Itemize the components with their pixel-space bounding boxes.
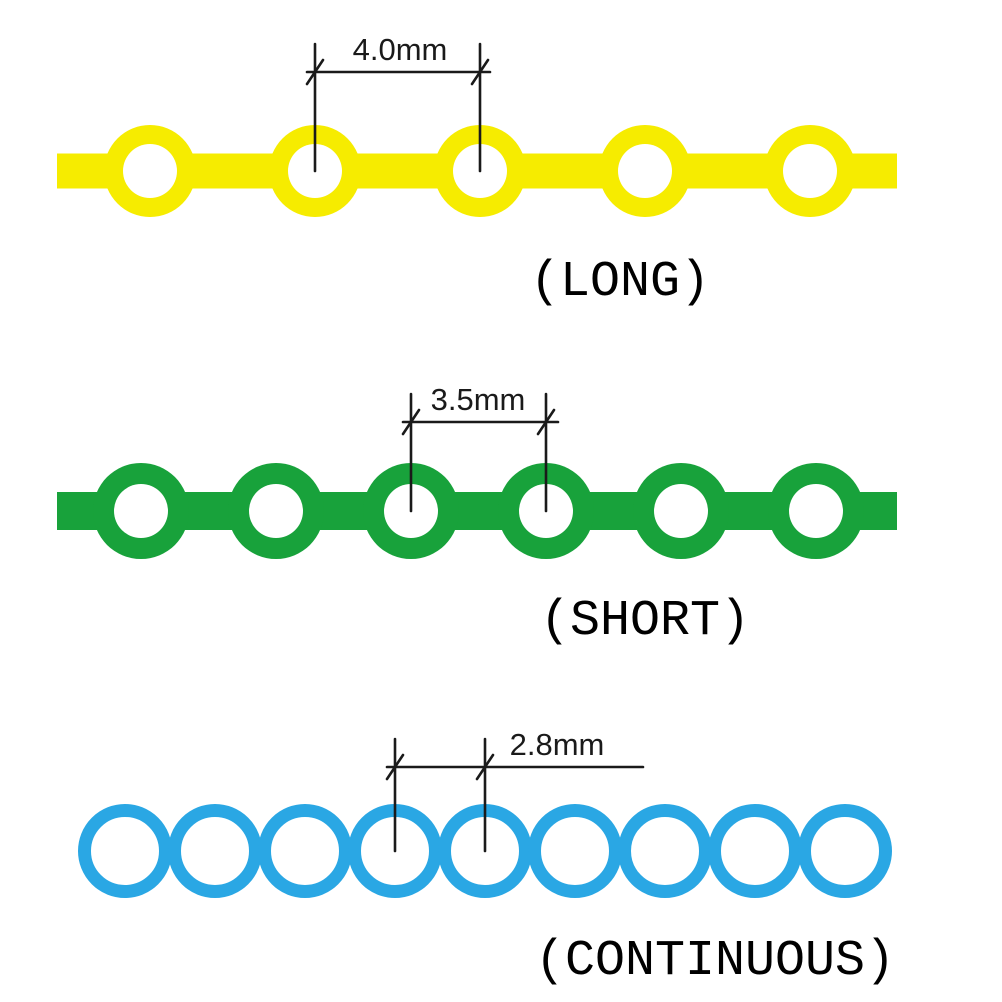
dimension-tick [305, 58, 325, 86]
chain-short: 3.5mm (SHORT) [57, 382, 897, 650]
chain-link-ring [258, 804, 352, 898]
chain-link-hole [789, 484, 843, 538]
chain-link-hole [783, 144, 837, 198]
chain-label-long: (LONG) [530, 254, 710, 311]
chain-link-hole [123, 144, 177, 198]
dimension-tick [475, 753, 495, 781]
measurement-text-short: 3.5mm [431, 382, 526, 417]
dimension-tick [401, 408, 421, 436]
measurement-text-continuous: 2.8mm [510, 727, 605, 762]
chain-label-continuous: (CONTINUOUS) [535, 933, 895, 990]
chain-band [57, 492, 897, 530]
dimension-lines-long [305, 42, 492, 173]
chain-link-ring [708, 804, 802, 898]
chain-link-ring [528, 804, 622, 898]
chain-continuous: 2.8mm (CONTINUOUS) [78, 727, 895, 990]
chain-link-hole [114, 484, 168, 538]
chain-link-ring [618, 804, 712, 898]
dimension-lines-short [401, 392, 560, 513]
chain-link-ring [798, 804, 892, 898]
dimension-tick [470, 58, 490, 86]
measurement-text-long: 4.0mm [353, 32, 448, 67]
dimension-lines-continuous [385, 737, 645, 853]
chain-link-hole [654, 484, 708, 538]
dimension-tick [385, 753, 405, 781]
chain-link-ring [78, 804, 172, 898]
chain-link-ring [168, 804, 262, 898]
chain-long: 4.0mm (LONG) [57, 32, 897, 311]
dimension-tick [536, 408, 556, 436]
chain-label-short: (SHORT) [540, 593, 750, 650]
chain-link-hole [249, 484, 303, 538]
chain-link-hole [618, 144, 672, 198]
